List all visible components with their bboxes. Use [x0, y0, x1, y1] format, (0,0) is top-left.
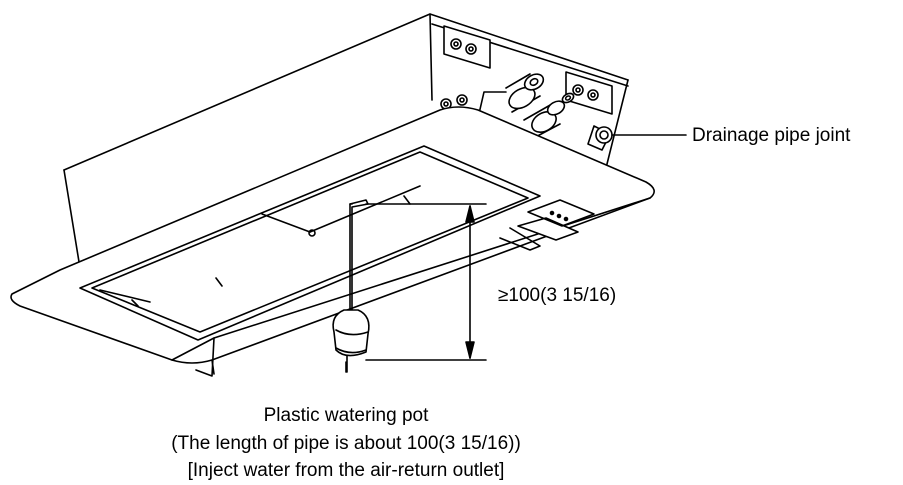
height-dimension-label: ≥100(3 15/16) — [498, 285, 616, 306]
caption-line-1: Plastic watering pot — [264, 405, 429, 426]
drainage-pipe-joint — [587, 125, 613, 151]
watering-pot — [332, 199, 370, 373]
piping-connections — [440, 25, 613, 151]
height-dimension — [365, 203, 487, 361]
drainage-pipe-joint-label: Drainage pipe joint — [692, 125, 851, 146]
display-panel — [527, 199, 595, 227]
decoration-panel — [10, 106, 655, 377]
caption-line-2: (The length of pipe is about 100(3 15/16… — [171, 433, 521, 454]
panel-skirt — [195, 337, 215, 377]
caption-line-3: [Inject water from the air-return outlet… — [188, 460, 505, 481]
air-return-grille — [79, 145, 541, 341]
